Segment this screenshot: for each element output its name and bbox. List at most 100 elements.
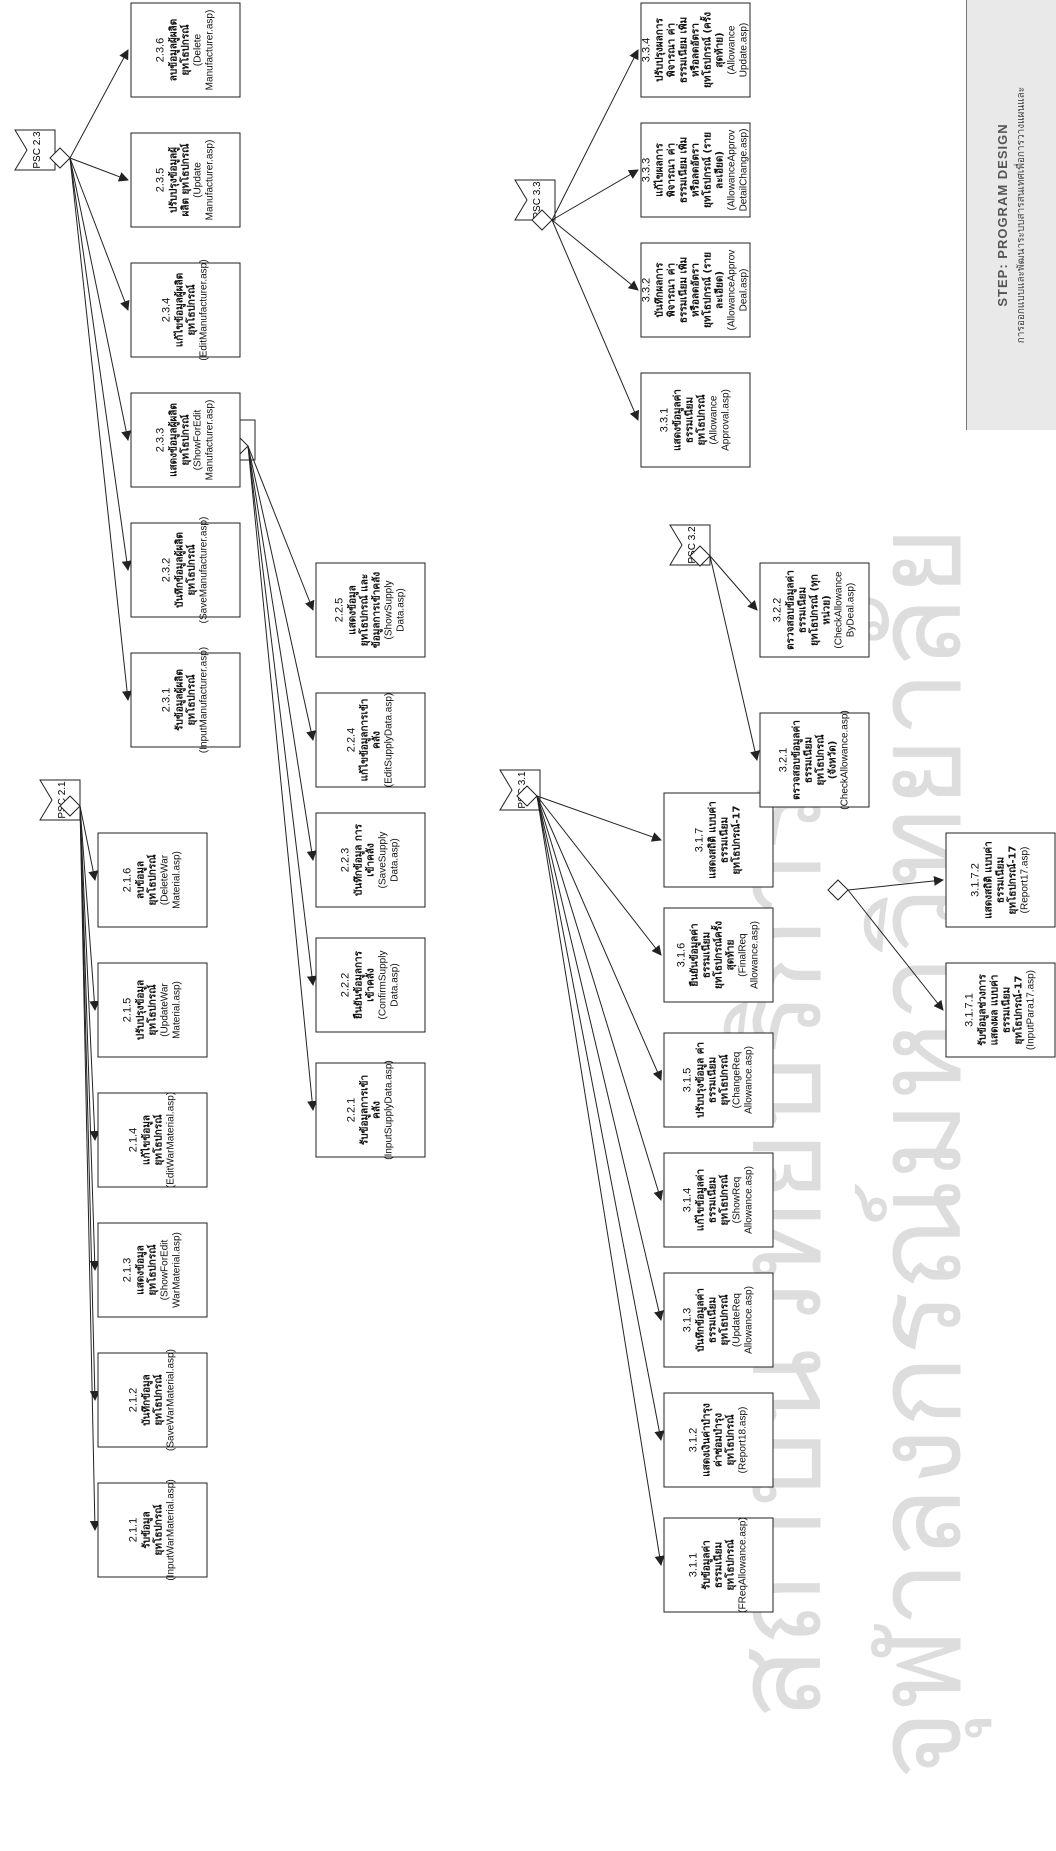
process-title: แสดงสถิติ แบบค่าธรรมเนียม ยุทโธปกรณ์-17	[983, 841, 1018, 919]
psc33-diamond	[531, 209, 553, 231]
connector-2.3.6	[69, 49, 129, 159]
connector-3.3.1	[551, 219, 640, 421]
process-file: (Update Manufacturer.asp)	[192, 139, 215, 221]
process-title: แก้ไขข้อมูลการเข้าคลัง	[359, 698, 382, 782]
process-id: 3.3.2	[640, 277, 652, 303]
psc317-diamond	[827, 879, 849, 901]
psc33-marker: PSC 3.3	[514, 179, 556, 221]
process-file: (Report18.asp)	[737, 1406, 748, 1474]
process-id: 2.2.4	[345, 727, 357, 753]
psc31-diamond	[516, 785, 538, 807]
connector-3.1.3	[536, 795, 664, 1321]
connector-2.1.3	[79, 805, 100, 1271]
process-id: 2.3.2	[160, 557, 172, 583]
connector-2.1.4	[79, 805, 100, 1141]
process-file: (ShowSupply Data.asp)	[383, 580, 406, 640]
connector-2.3.2	[69, 157, 132, 571]
process-file: (SaveManufacturer.asp)	[198, 516, 209, 624]
process-title: ยืนยันข้อมูลค่าธรรมเนียม ยุทโธปกรณ์ครั้ง…	[689, 921, 736, 989]
connector-2.3.3	[69, 157, 132, 441]
connector-2.1.1	[79, 805, 100, 1531]
process-title: รับข้อมูลการเข้าคลัง	[359, 1074, 382, 1146]
process-file: (AllowanceApprov DetailChange.asp)	[726, 128, 749, 212]
process-file: (DeleteWar Material.asp)	[159, 851, 182, 909]
connector-3.1.5	[536, 795, 662, 1081]
connector-3.1.1	[536, 795, 665, 1566]
process-file: (UpdateReq Allowance.asp)	[731, 1286, 754, 1354]
process-id: 3.1.7.2	[969, 863, 981, 897]
connector-3.2.2	[709, 555, 758, 611]
connector-2.2.2	[247, 445, 317, 986]
process-title: ปรับปรุงผลการพิจารณา ค่าธรรมเนียม เพิ่มห…	[654, 12, 725, 88]
process-id: 3.3.3	[640, 157, 652, 183]
process-id: 3.1.4	[681, 1187, 693, 1213]
process-file: (InputManufacturer.asp)	[198, 646, 209, 754]
connector-2.3.1	[69, 157, 133, 701]
process-title: ปรับปรุงข้อมูลผู้ผลิต ยุทโธปกรณ์	[168, 143, 191, 217]
process-title: ปรับปรุงข้อมูล ค่าธรรมเนียมยุทโธปกรณ์	[695, 1042, 730, 1119]
psc23-diamond	[49, 147, 71, 169]
process-file: (ConfirmSupply Data.asp)	[377, 950, 400, 1020]
process-title: บันทึกข้อมูลค่าธรรมเนียม ยุทโธปกรณ์	[695, 1288, 730, 1352]
process-title: ตรวจสอบข้อมูลค่าธรรมเนียม ยุทโธปกรณ์ (ทุ…	[785, 570, 832, 650]
process-id: 3.1.6	[675, 942, 687, 968]
process-title: แสดงข้อมูลยุทโธปกรณ์	[135, 1244, 158, 1296]
process-title: แสดงข้อมูลยุทโธปกรณ์ และข้อมูลการเข้าคลั…	[347, 571, 382, 649]
process-file: (ChangeReq Allowance.asp)	[731, 1046, 754, 1114]
process-id: 2.1.2	[127, 1387, 139, 1413]
process-title: ลบข้อมูลผู้ผลิต ยุทโธปกรณ์	[168, 18, 191, 82]
step-subtitle: การออกแบบและพัฒนาระบบสารสนเทศเพื่อการวาง…	[1016, 86, 1027, 344]
process-id: 2.2.5	[333, 597, 345, 623]
process-title: แก้ไขข้อมูลยุทโธปกรณ์	[141, 1114, 164, 1166]
process-title: ปรับปรุงข้อมูล ยุทโธปกรณ์	[135, 979, 158, 1041]
process-id: 2.2.2	[339, 972, 351, 998]
connector-2.2.5	[247, 445, 315, 611]
process-file: (UpdateWar Material.asp)	[159, 981, 182, 1039]
process-id: 3.1.2	[687, 1427, 699, 1453]
psc33-label: PSC 3.3	[532, 181, 543, 219]
connector-3.1.4	[536, 795, 664, 1201]
connector-3.1.7.2	[847, 875, 944, 891]
process-id: 2.3.1	[160, 687, 172, 713]
process-id: 3.2.1	[777, 747, 789, 773]
process-file: (ShowReq Allowance.asp)	[731, 1166, 754, 1234]
process-title: ตรวจสอบข้อมูลค่าธรรมเนียม ยุทโธปกรณ์ (จั…	[791, 720, 838, 800]
process-file: (SaveWarMaterial.asp)	[165, 1349, 176, 1451]
process-id: 3.2.2	[771, 597, 783, 623]
connector-2.2.4	[247, 445, 316, 741]
process-title: บันทึกข้อมูลยุทโธปกรณ์	[141, 1374, 164, 1426]
process-id: 3.3.4	[640, 37, 652, 63]
process-title: รับข้อมูลช่วงการแสดงผล แบบค่าธรรมเนียม ย…	[977, 974, 1024, 1046]
process-id: 2.3.3	[154, 427, 166, 453]
process-file: (CheckAllowance ByDeal.asp)	[833, 571, 856, 649]
process-id: 2.2.1	[345, 1097, 357, 1123]
process-id: 3.1.5	[681, 1067, 693, 1093]
process-id: 3.1.1	[687, 1552, 699, 1578]
process-title: ยืนยันข้อมูลการเข้าคลัง	[353, 951, 376, 1019]
process-file: (EditSupplyData.asp)	[383, 692, 394, 788]
process-title: บันทึกข้อมูล การเข้าคลัง	[353, 824, 376, 896]
connector-2.1.6	[79, 805, 99, 881]
connector-3.1.6	[536, 795, 662, 956]
